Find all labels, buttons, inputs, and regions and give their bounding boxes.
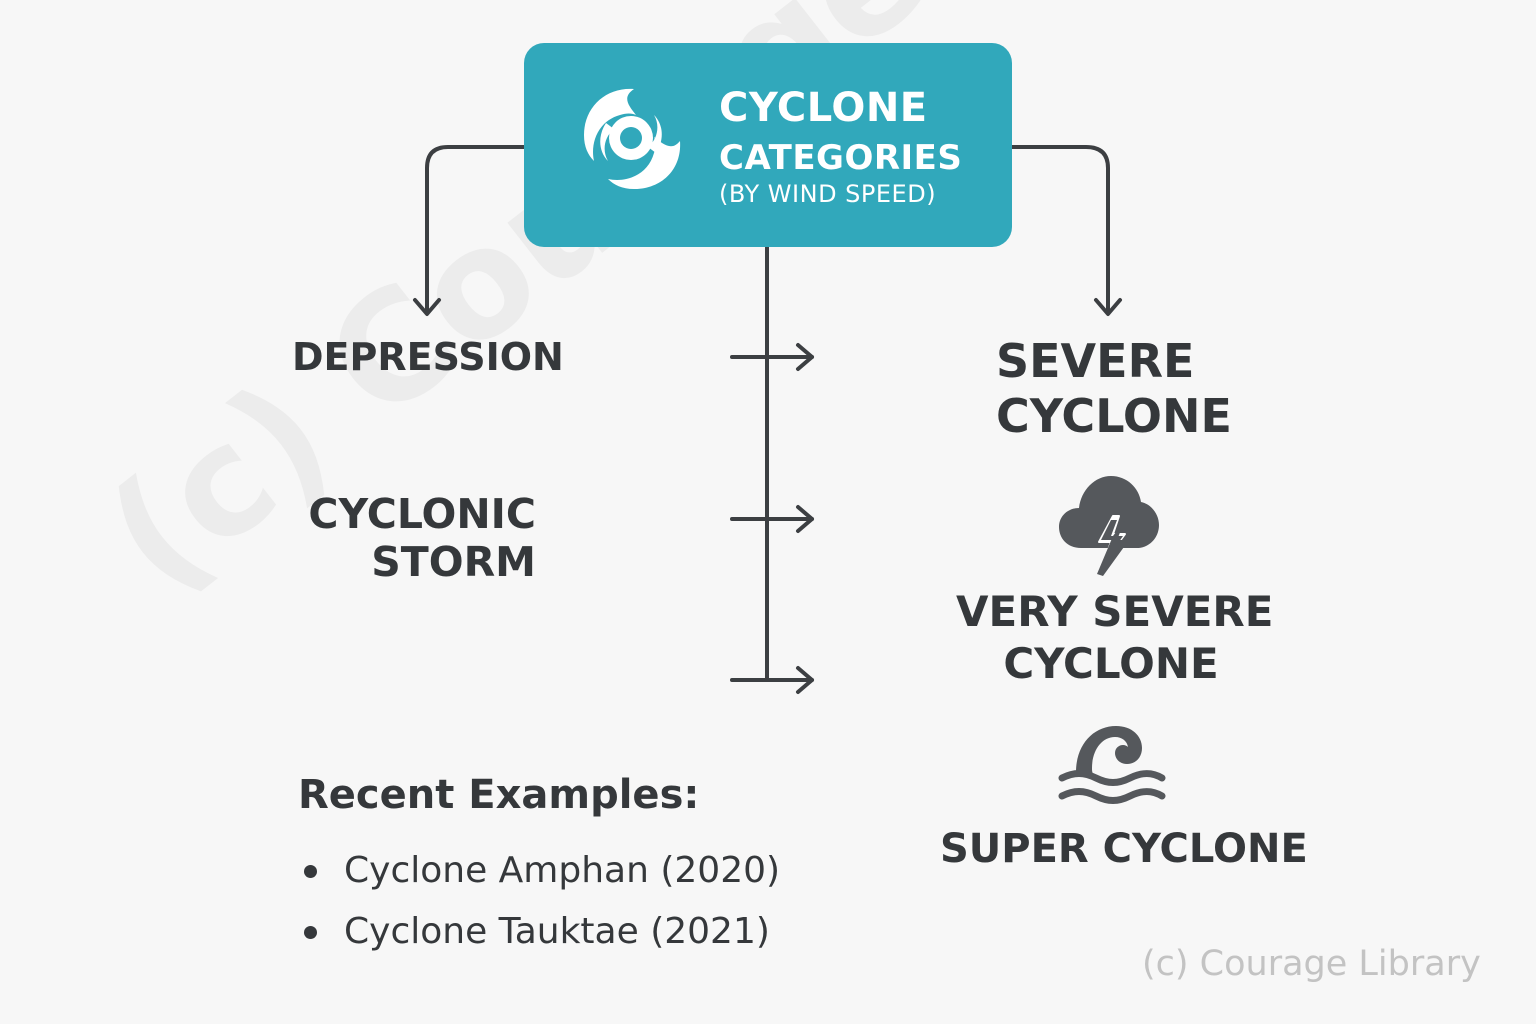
example-item-amphan: Cyclone Amphan (2020) bbox=[300, 840, 780, 901]
very-severe-line2: CYCLONE bbox=[1003, 639, 1219, 688]
branch-arrowhead-2 bbox=[796, 505, 814, 533]
header-title-line1: CYCLONE bbox=[719, 85, 928, 131]
cyclonic-storm-line2: STORM bbox=[371, 538, 536, 586]
cyclonic-storm-line1: CYCLONIC bbox=[308, 490, 536, 538]
very-severe-line1: VERY SEVERE bbox=[956, 587, 1274, 636]
branch-arrowhead-3 bbox=[796, 666, 814, 694]
header-box: CYCLONE CATEGORIES (BY WIND SPEED) bbox=[524, 43, 1012, 247]
ocean-wave-icon bbox=[1058, 726, 1166, 804]
category-cyclonic-storm: CYCLONIC STORM bbox=[300, 490, 536, 586]
severe-cyclone-line1: SEVERE bbox=[996, 334, 1195, 388]
header-subtitle: (BY WIND SPEED) bbox=[719, 180, 937, 208]
header-title-line2: CATEGORIES bbox=[719, 138, 963, 178]
corner-watermark: (c) Courage Library bbox=[1142, 944, 1481, 984]
example-item-tauktae: Cyclone Tauktae (2021) bbox=[300, 901, 780, 962]
category-severe-cyclone: SEVERE CYCLONE bbox=[996, 334, 1232, 444]
left-branch-connector bbox=[425, 145, 526, 314]
examples-list: Cyclone Amphan (2020) Cyclone Tauktae (2… bbox=[300, 840, 780, 962]
examples-heading: Recent Examples: bbox=[298, 772, 700, 818]
left-branch-arrowhead bbox=[413, 298, 441, 316]
category-depression: DEPRESSION bbox=[292, 335, 564, 379]
right-branch-arrowhead bbox=[1094, 298, 1122, 316]
right-branch-connector bbox=[1010, 145, 1110, 314]
category-super-cyclone: SUPER CYCLONE bbox=[940, 826, 1308, 872]
storm-cloud-lightning-icon bbox=[1059, 476, 1159, 576]
severe-cyclone-line2: CYCLONE bbox=[996, 389, 1232, 443]
header-title: CYCLONE CATEGORIES bbox=[719, 83, 999, 183]
cyclone-swirl-icon bbox=[584, 88, 681, 189]
branch-arrowhead-1 bbox=[796, 343, 814, 371]
category-very-severe-cyclone: VERY SEVERE CYCLONE bbox=[956, 586, 1274, 690]
